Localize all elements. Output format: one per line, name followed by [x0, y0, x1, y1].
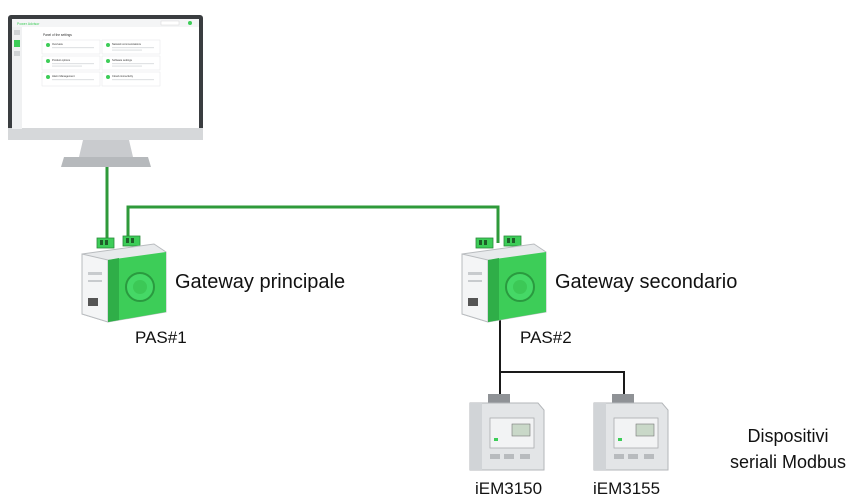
energy-meter-2: iEM3155	[593, 394, 669, 498]
sidebar-settings-icon[interactable]	[14, 40, 20, 47]
svg-text:Alarm Management: Alarm Management	[52, 74, 75, 78]
settings-tile-0[interactable]: Overview	[41, 39, 101, 55]
settings-tile-3[interactable]: Software settings	[101, 55, 161, 71]
schneider-logo-icon	[188, 21, 192, 25]
gateway2-label: Gateway secondario	[555, 271, 737, 293]
alarm-icon	[46, 75, 50, 79]
svg-text:Overview: Overview	[52, 42, 63, 46]
settings-tile-2[interactable]: Product options	[41, 55, 101, 71]
product-icon	[46, 59, 50, 63]
settings-tile-1[interactable]: Network communications	[101, 39, 161, 55]
devices-label-line2: seriali Modbus	[730, 452, 846, 472]
sidebar-network-icon[interactable]	[14, 51, 20, 56]
svg-text:Network communications: Network communications	[112, 42, 142, 46]
settings-tile-4[interactable]: Alarm Management	[41, 71, 101, 87]
svg-text:Product options: Product options	[52, 58, 71, 62]
energy-meter-1: iEM3150	[469, 394, 545, 498]
network-icon	[106, 43, 110, 47]
gateway1-to-gateway2-link	[126, 205, 500, 243]
screen-header: Power Advisor	[17, 22, 40, 26]
screen-title: Panel of the settings	[43, 33, 72, 37]
modbus-serial-bus	[499, 318, 625, 395]
meter1-label: iEM3150	[475, 479, 542, 497]
sidebar-home-icon[interactable]	[14, 30, 20, 35]
svg-text:Software settings: Software settings	[112, 58, 133, 62]
gateway-device-1: Gateway principale PAS#1	[81, 235, 345, 347]
gateway-device-2: Gateway secondario PAS#2	[461, 235, 737, 347]
meter2-display	[635, 423, 655, 437]
monitor-screen: Power Advisor Panel of the settings Over…	[12, 19, 199, 129]
gateway1-id: PAS#1	[135, 328, 187, 347]
svg-text:Cloud connectivity: Cloud connectivity	[112, 74, 134, 78]
computer-monitor: Power Advisor Panel of the settings Over…	[8, 15, 203, 167]
cloud-icon	[106, 75, 110, 79]
ethernet-connections	[105, 166, 500, 245]
meter1-display	[511, 423, 531, 437]
devices-label-line1: Dispositivi	[747, 426, 828, 446]
gateway1-label: Gateway principale	[175, 271, 345, 293]
settings-tile-5[interactable]: Cloud connectivity	[101, 71, 161, 87]
software-icon	[106, 59, 110, 63]
meter2-label: iEM3155	[593, 479, 660, 497]
screen-header-button[interactable]	[160, 20, 180, 26]
gateway2-id: PAS#2	[520, 328, 572, 347]
modbus-devices-label: Dispositivi seriali Modbus	[730, 426, 846, 472]
overview-icon	[46, 43, 50, 47]
